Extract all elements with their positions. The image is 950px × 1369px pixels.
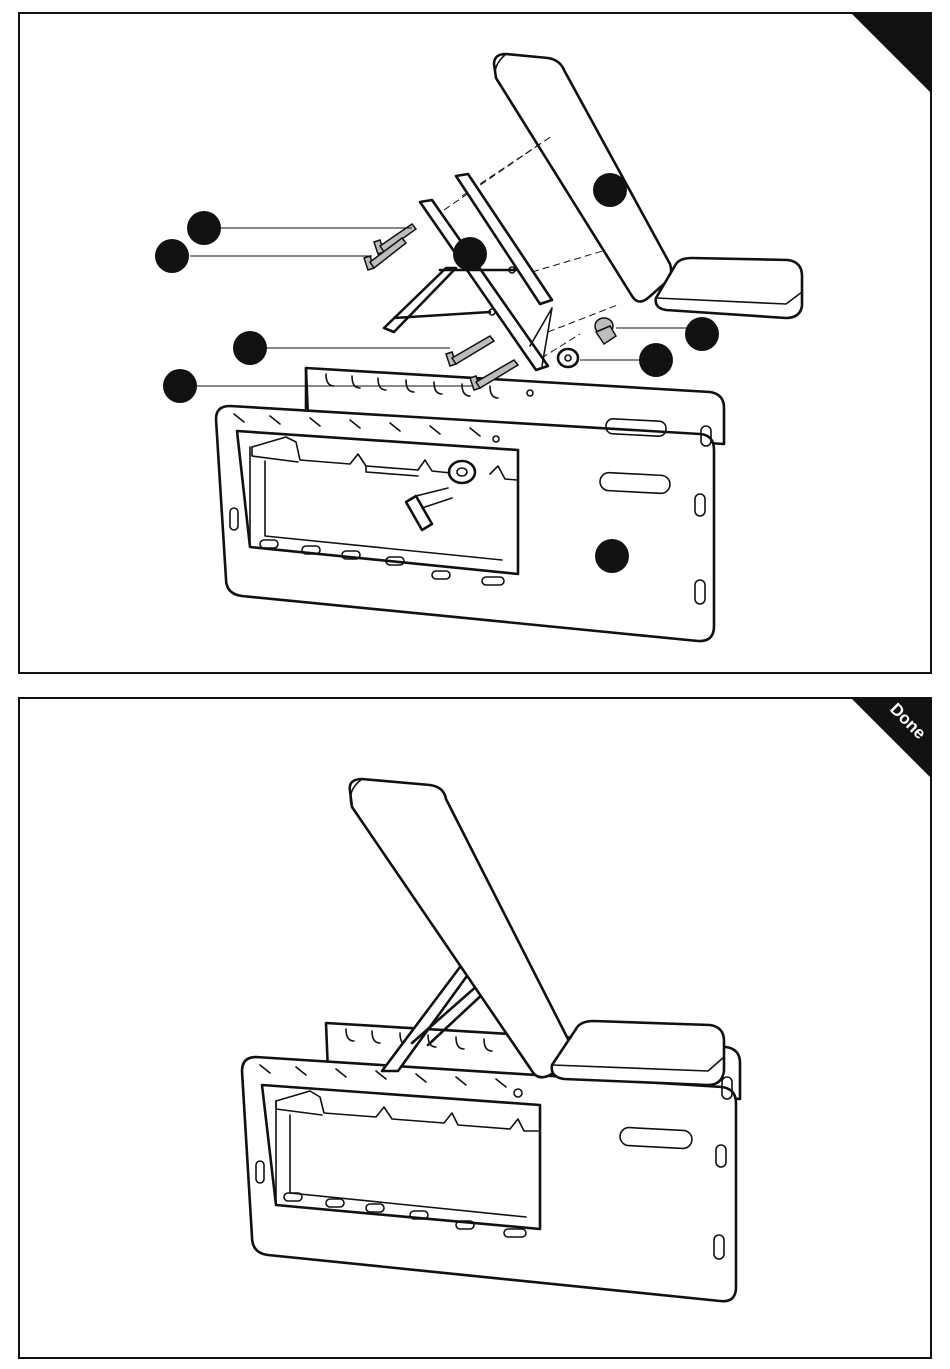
assembly-step-panel <box>18 12 932 674</box>
part-callout <box>155 239 189 273</box>
part-callout <box>639 343 673 377</box>
bench-base-frame <box>216 368 724 641</box>
seat-pad <box>552 1021 724 1085</box>
part-callout <box>593 173 627 207</box>
assembly-done-panel: Done <box>18 697 932 1359</box>
part-callout <box>595 539 629 573</box>
part-callout <box>685 317 719 351</box>
exploded-bench-drawing <box>20 14 932 674</box>
assembled-bench-drawing: Done <box>20 699 932 1359</box>
part-callout <box>453 237 487 271</box>
part-callout <box>233 331 267 365</box>
part-callout <box>163 369 197 403</box>
seat-pad <box>656 258 802 318</box>
corner-flag <box>852 14 932 96</box>
loose-hardware <box>364 224 616 390</box>
support-bracket <box>384 174 552 370</box>
part-callout <box>187 211 221 245</box>
